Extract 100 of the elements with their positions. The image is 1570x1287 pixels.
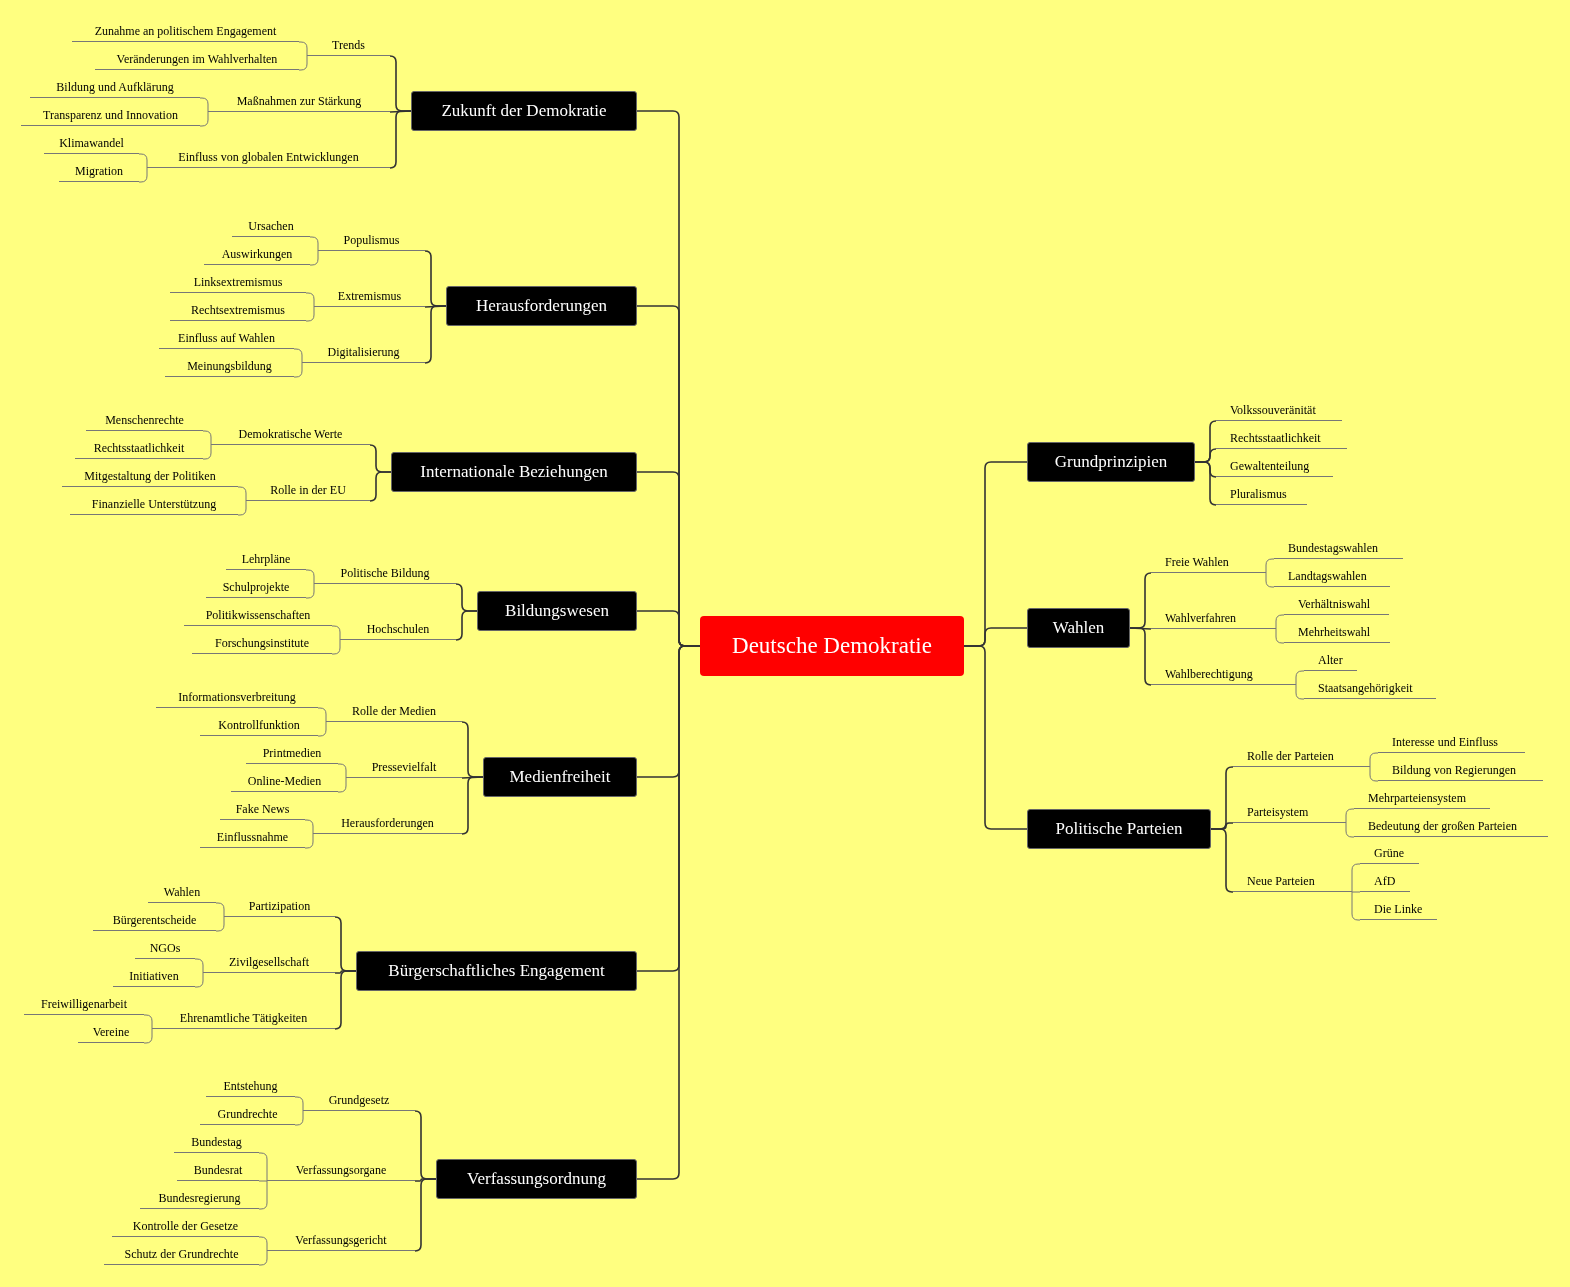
- connector-line: [258, 1152, 268, 1182]
- subtopic-item: Einfluss auf Wahlen: [159, 327, 294, 349]
- connector-line: [202, 444, 212, 460]
- subtopic-item: Rolle der Parteien: [1233, 745, 1370, 767]
- subtopic-item: Landtagswahlen: [1274, 565, 1390, 587]
- subtopic-item: Schulprojekte: [206, 576, 306, 598]
- connector-line: [337, 777, 347, 793]
- subtopic-item: NGOs: [135, 937, 195, 959]
- subtopic-item: Bürgerentscheide: [93, 909, 216, 931]
- subtopic-item: Staatsangehörigkeit: [1304, 677, 1436, 699]
- connector-line: [294, 1096, 304, 1112]
- subtopic-item: Partizipation: [224, 895, 335, 917]
- connector-line: [317, 707, 327, 723]
- topic-box: Bürgerschaftliches Engagement: [356, 951, 637, 991]
- connector-line: [389, 110, 412, 169]
- subtopic-item: Forschungsinstitute: [192, 632, 332, 654]
- subtopic-item: Initiativen: [113, 965, 195, 987]
- subtopic-item: Mitgestaltung der Politiken: [62, 465, 238, 487]
- connector-line: [298, 41, 308, 57]
- connector-line: [202, 430, 212, 446]
- subtopic-item: Einfluss von globalen Entwicklungen: [147, 146, 390, 168]
- connector-line: [1369, 752, 1379, 768]
- subtopic-item: Wahlverfahren: [1151, 607, 1276, 629]
- subtopic-item: Auswirkungen: [204, 243, 310, 265]
- connector-line: [309, 250, 319, 266]
- connector-line: [1129, 627, 1152, 686]
- subtopic-item: Kontrolle der Gesetze: [112, 1215, 259, 1237]
- connector-line: [305, 583, 315, 599]
- subtopic-item: Verfassungsgericht: [267, 1229, 415, 1251]
- connector-line: [293, 348, 303, 364]
- connector-line: [1295, 670, 1305, 686]
- subtopic-item: Maßnahmen zur Stärkung: [208, 90, 390, 112]
- connector-line: [1210, 828, 1234, 893]
- subtopic-item: Trends: [307, 34, 390, 56]
- connector-line: [237, 486, 247, 502]
- subtopic-item: Grüne: [1360, 842, 1419, 864]
- connector-line: [294, 1110, 304, 1126]
- subtopic-item: Zivilgesellschaft: [203, 951, 335, 973]
- subtopic-item: Veränderungen im Wahlverhalten: [95, 48, 299, 70]
- connector-line: [424, 305, 447, 364]
- connector-line: [1345, 808, 1355, 824]
- subtopic-item: Volkssouveränität: [1216, 399, 1342, 421]
- subtopic-item: Lehrpläne: [226, 548, 306, 570]
- connector-line: [304, 833, 314, 849]
- subtopic-item: Schutz der Grundrechte: [104, 1243, 259, 1265]
- central-topic-box: Deutsche Demokratie: [700, 616, 964, 676]
- connector-line: [258, 1180, 268, 1182]
- connector-line: [293, 362, 303, 378]
- subtopic-item: Zunahme an politischem Engagement: [72, 20, 299, 42]
- connector-line: [1369, 766, 1379, 782]
- connector-line: [963, 645, 1028, 830]
- connector-line: [143, 1028, 153, 1044]
- subtopic-item: Transparenz und Innovation: [21, 104, 200, 126]
- topic-box: Politische Parteien: [1027, 809, 1211, 849]
- subtopic-item: Meinungsbildung: [165, 355, 294, 377]
- topic-box: Medienfreiheit: [483, 757, 637, 797]
- subtopic-item: Politische Bildung: [314, 562, 456, 584]
- subtopic-item: Grundrechte: [200, 1103, 295, 1125]
- subtopic-item: Bedeutung der großen Parteien: [1354, 815, 1548, 837]
- connector-line: [1275, 614, 1285, 630]
- subtopic-item: Digitalisierung: [302, 341, 425, 363]
- subtopic-item: Bundestagswahlen: [1274, 537, 1403, 559]
- subtopic-item: Extremismus: [314, 285, 425, 307]
- connector-line: [194, 972, 204, 988]
- connector-line: [138, 167, 148, 183]
- subtopic-item: Wahlen: [148, 881, 216, 903]
- connector-line: [199, 111, 209, 127]
- connector-line: [215, 902, 225, 918]
- subtopic-item: Wahlberechtigung: [1151, 663, 1296, 685]
- subtopic-item: Finanzielle Unterstützung: [70, 493, 238, 515]
- topic-box: Grundprinzipien: [1027, 442, 1195, 482]
- connector-line: [138, 153, 148, 169]
- subtopic-item: Fake News: [220, 798, 305, 820]
- connector-line: [298, 55, 308, 71]
- connector-line: [334, 970, 357, 1030]
- connector-line: [1194, 461, 1217, 506]
- topic-box: Zukunft der Demokratie: [411, 91, 637, 131]
- connector-line: [305, 292, 315, 308]
- subtopic-item: Pressevielfalt: [346, 756, 462, 778]
- connector-line: [337, 763, 347, 779]
- subtopic-item: Online-Medien: [231, 770, 338, 792]
- subtopic-item: Informationsverbreitung: [156, 686, 318, 708]
- subtopic-item: Bundesregierung: [140, 1187, 259, 1209]
- connector-line: [1295, 684, 1305, 700]
- subtopic-item: Parteisystem: [1233, 801, 1346, 823]
- subtopic-item: Einflussnahme: [200, 826, 305, 848]
- subtopic-item: Rechtsextremismus: [170, 299, 306, 321]
- subtopic-item: Pluralismus: [1216, 483, 1307, 505]
- subtopic-item: Printmedien: [246, 742, 338, 764]
- connector-line: [305, 306, 315, 322]
- subtopic-item: Rechtsstaatlichkeit: [1216, 427, 1347, 449]
- connector-line: [194, 958, 204, 974]
- subtopic-item: Grundgesetz: [303, 1089, 415, 1111]
- connector-line: [199, 97, 209, 113]
- connector-line: [258, 1250, 268, 1266]
- connector-line: [258, 1180, 268, 1210]
- connector-line: [317, 721, 327, 737]
- connector-line: [1275, 628, 1285, 644]
- subtopic-item: Hochschulen: [340, 618, 456, 640]
- connector-line: [1265, 572, 1275, 588]
